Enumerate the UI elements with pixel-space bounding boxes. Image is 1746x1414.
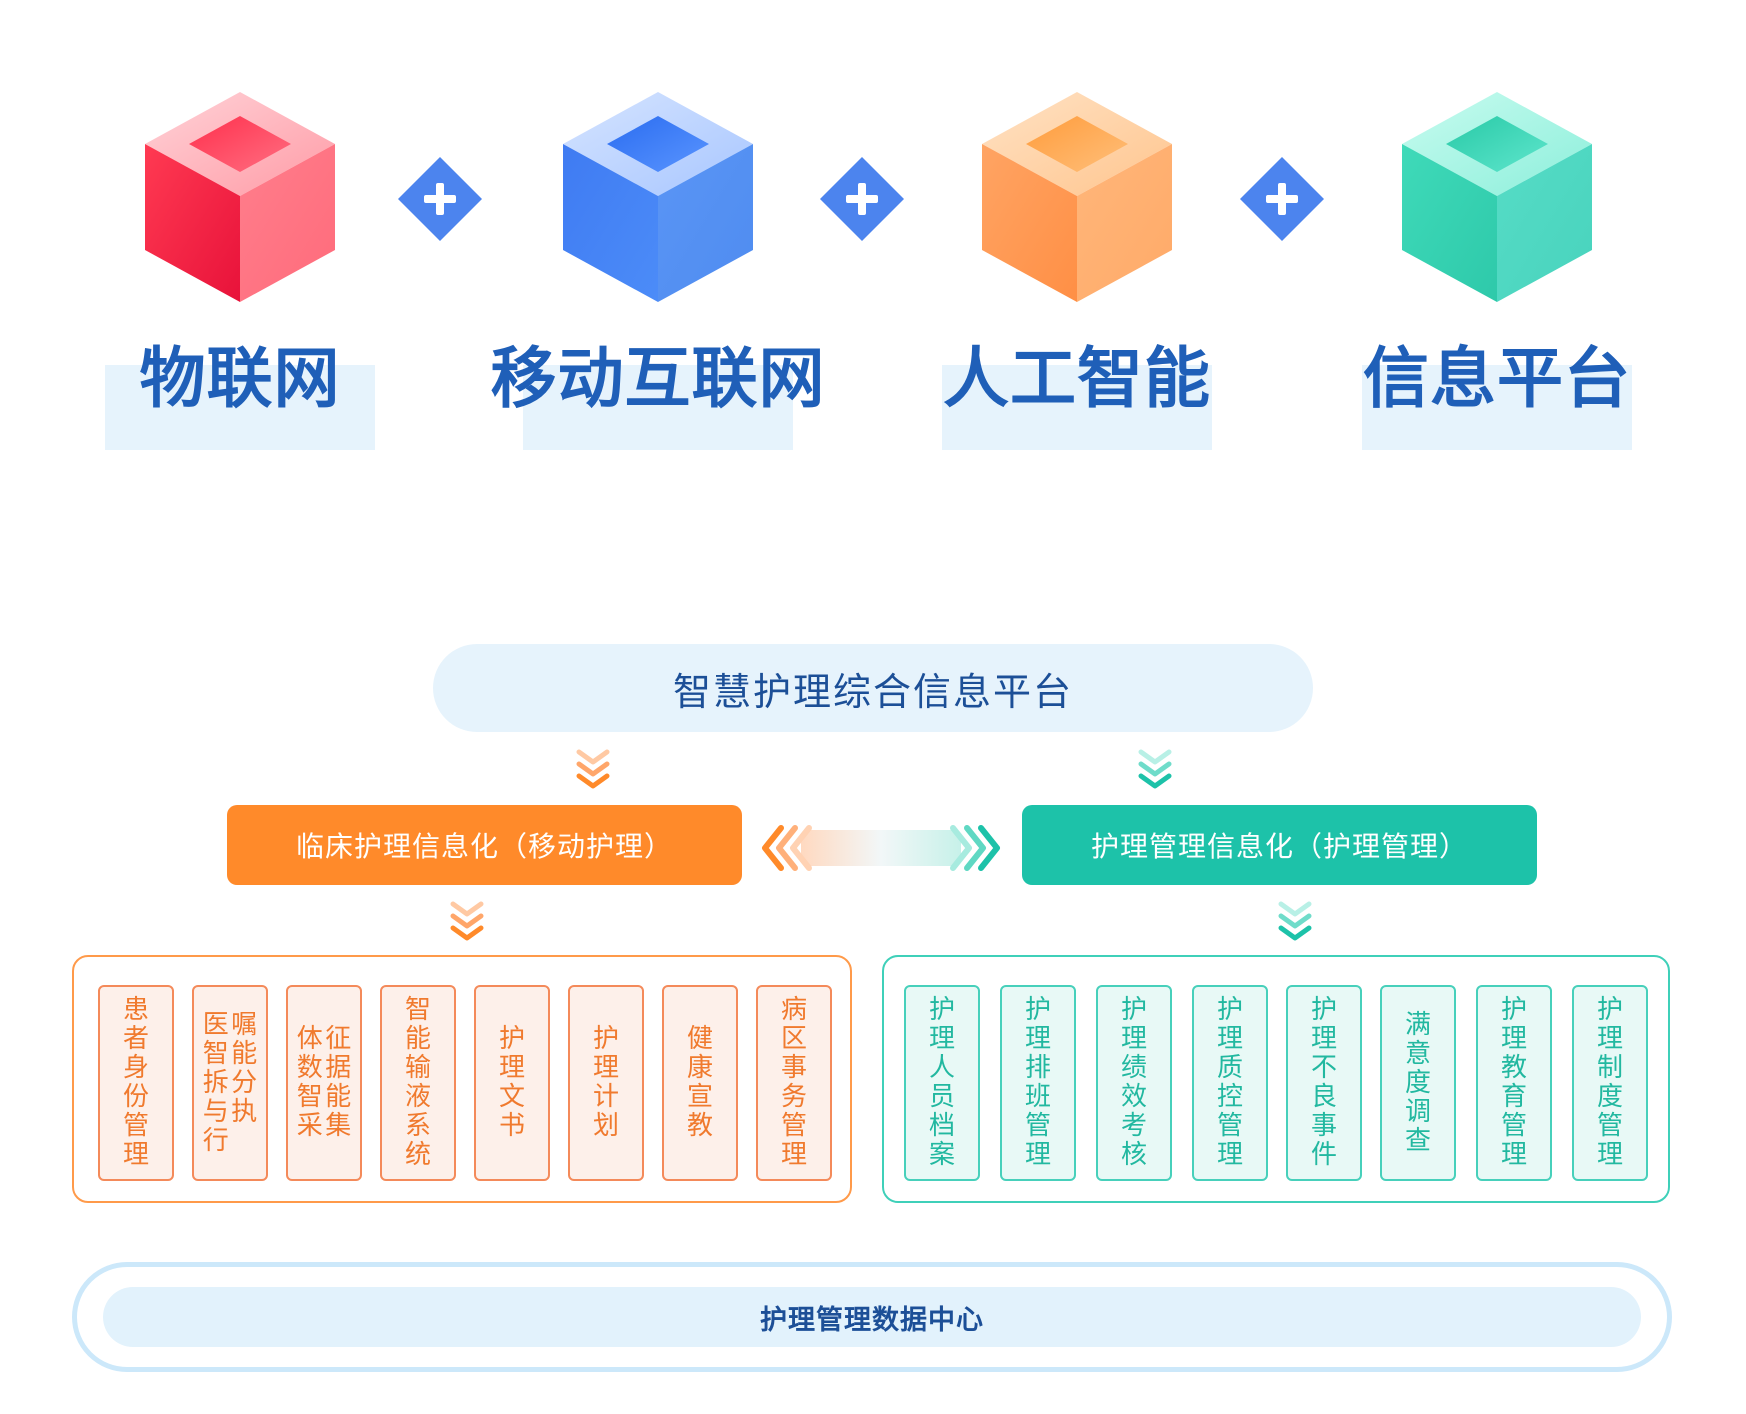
module-label: 护理计划 xyxy=(592,1024,619,1141)
chevron-down-icon xyxy=(576,749,610,789)
management-modules-panel: 护理人员档案 护理排班管理 护理绩效考核 护理质控管理 护理不良事件 满意度调查… xyxy=(882,955,1670,1203)
tech-label-info-platform: 信息平台 xyxy=(1363,340,1631,417)
tech-label-background xyxy=(105,365,375,450)
module-label: 护理教育管理 xyxy=(1500,995,1527,1170)
management-module-card: 护理教育管理 xyxy=(1476,985,1552,1181)
tech-item-mobile-internet: 移动互联网 xyxy=(491,80,825,460)
clinical-module-card: 智能输液系统 xyxy=(380,985,456,1181)
module-label: 护理文书 xyxy=(498,1024,525,1141)
clinical-module-card: 健康宣教 xyxy=(662,985,738,1181)
platform-title: 智慧护理综合信息平台 xyxy=(433,644,1313,732)
tech-label-background xyxy=(523,365,793,450)
module-label: 健康宣教 xyxy=(686,1024,713,1141)
clinical-modules-panel: 患者身份管理 医智拆与行嘱能分执 体数智采征据能集 智能输液系统 护理文书 护理… xyxy=(72,955,852,1203)
management-module-card: 护理不良事件 xyxy=(1286,985,1362,1181)
management-module-card: 护理排班管理 xyxy=(1000,985,1076,1181)
chevron-down-icon xyxy=(1278,901,1312,941)
red-cube-icon xyxy=(145,92,335,302)
management-module-card: 护理绩效考核 xyxy=(1096,985,1172,1181)
management-module-card: 护理制度管理 xyxy=(1572,985,1648,1181)
chevron-down-icon xyxy=(450,901,484,941)
module-label: 护理人员档案 xyxy=(928,995,955,1170)
tech-label-ai: 人工智能 xyxy=(943,340,1211,417)
management-module-card: 护理质控管理 xyxy=(1192,985,1268,1181)
module-label: 医智拆与行嘱能分执 xyxy=(202,1009,258,1156)
data-center-frame: 护理管理数据中心 xyxy=(72,1262,1672,1372)
tech-label-iot: 物联网 xyxy=(139,340,341,417)
clinical-nursing-header: 临床护理信息化（移动护理） xyxy=(227,805,742,885)
management-module-card: 护理人员档案 xyxy=(904,985,980,1181)
tech-item-iot: 物联网 xyxy=(95,80,385,460)
clinical-module-card: 护理计划 xyxy=(568,985,644,1181)
tech-label-background xyxy=(1362,365,1632,450)
data-center-title: 护理管理数据中心 xyxy=(103,1287,1641,1347)
clinical-module-card: 病区事务管理 xyxy=(756,985,832,1181)
module-label: 护理绩效考核 xyxy=(1120,995,1147,1170)
module-label: 护理不良事件 xyxy=(1310,995,1337,1170)
tech-item-info-platform: 信息平台 xyxy=(1352,80,1642,460)
clinical-module-card: 护理文书 xyxy=(474,985,550,1181)
chevron-down-icon xyxy=(1138,749,1172,789)
module-label: 护理制度管理 xyxy=(1596,995,1623,1170)
plus-icon xyxy=(1240,157,1324,241)
module-label: 护理排班管理 xyxy=(1024,995,1051,1170)
clinical-module-card: 医智拆与行嘱能分执 xyxy=(192,985,268,1181)
module-label: 患者身份管理 xyxy=(122,995,149,1170)
clinical-module-card: 患者身份管理 xyxy=(98,985,174,1181)
tech-label-background xyxy=(942,365,1212,450)
module-label: 病区事务管理 xyxy=(780,995,807,1170)
blue-cube-icon xyxy=(563,92,753,302)
management-module-card: 满意度调查 xyxy=(1380,985,1456,1181)
tech-label-mobile-internet: 移动互联网 xyxy=(490,340,826,417)
module-label: 智能输液系统 xyxy=(404,995,431,1170)
orange-cube-icon xyxy=(982,92,1172,302)
plus-icon xyxy=(398,157,482,241)
teal-cube-icon xyxy=(1402,92,1592,302)
plus-icon xyxy=(820,157,904,241)
tech-item-ai: 人工智能 xyxy=(932,80,1222,460)
bidirectional-arrow-icon xyxy=(762,825,1000,871)
nursing-management-header: 护理管理信息化（护理管理） xyxy=(1022,805,1537,885)
clinical-module-card: 体数智采征据能集 xyxy=(286,985,362,1181)
module-label: 护理质控管理 xyxy=(1216,995,1243,1170)
module-label: 满意度调查 xyxy=(1404,1009,1431,1156)
module-label: 体数智采征据能集 xyxy=(296,1024,352,1141)
